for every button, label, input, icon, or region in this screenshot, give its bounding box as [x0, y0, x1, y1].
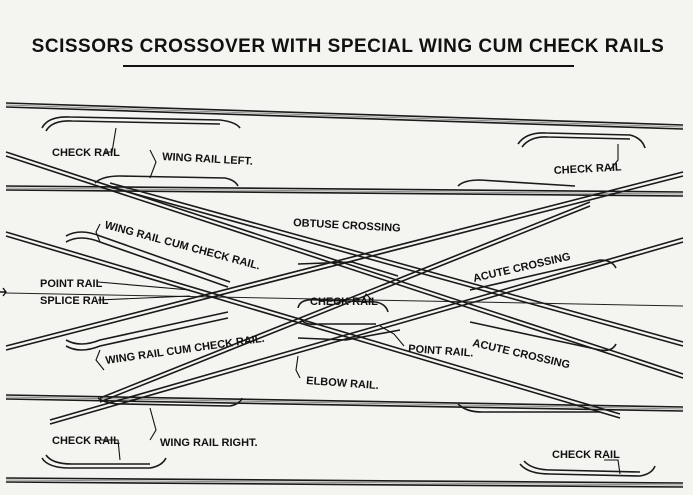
diagonal-a-2	[5, 231, 621, 419]
check-rail-bottom-right-shape	[519, 463, 656, 477]
label-obtuse-crossing: OBTUSE CROSSING	[293, 217, 401, 235]
diagram-title: SCISSORS CROSSOVER WITH SPECIAL WING CUM…	[32, 36, 665, 57]
label-check-rail-bottom-right: CHECK RAIL	[552, 449, 620, 461]
label-check-rail-top-left: CHECK RAIL	[52, 147, 120, 159]
wing-rail-top-right-shape	[457, 179, 576, 187]
check-rail-center-shape	[297, 298, 389, 313]
wing-rail-bottom-right-shape	[457, 403, 600, 413]
check-rail-top-left-shape	[41, 116, 241, 129]
wing-rail-left-shape	[94, 175, 239, 187]
acute-check-lower-shape	[469, 321, 617, 352]
label-point-rail-left: POINT RAIL	[40, 278, 103, 290]
label-splice-rail: SPLICE RAIL	[40, 295, 109, 307]
label-acute-crossing-upper: ACUTE CROSSING	[472, 251, 572, 285]
label-check-rail-center: CHECK RAIL	[310, 296, 378, 308]
label-point-rail-right: POINT RAIL.	[408, 343, 474, 360]
track-arrow-icon	[0, 287, 7, 297]
obtuse-crossing-upper	[297, 261, 399, 277]
rail-bottom-outer	[5, 477, 684, 488]
label-check-rail-bottom-left: CHECK RAIL	[52, 435, 120, 447]
check-rail-top-right-shape	[517, 132, 646, 149]
leader-lines	[95, 127, 621, 475]
label-check-rail-top-right: CHECK RAIL	[554, 161, 623, 177]
wing-rail-cum-check-rail-upper-shape	[65, 231, 231, 283]
acute-check-upper-shape	[469, 259, 617, 291]
diagonal-b-3	[99, 201, 591, 403]
rail-track1-inner	[5, 185, 684, 197]
rail-top-outer	[5, 102, 684, 130]
diagonal-a-3	[109, 182, 684, 347]
diagonal-rails	[5, 151, 684, 425]
check-rail-bottom-left-shape	[41, 457, 167, 469]
label-wing-rail-left: WING RAIL LEFT.	[162, 151, 253, 168]
label-acute-crossing-lower: ACUTE CROSSING	[471, 337, 571, 371]
label-wing-rail-right: WING RAIL RIGHT.	[160, 437, 258, 449]
label-wing-rail-cum-check-rail-lower: WING RAIL CUM CHECK RAIL.	[105, 333, 266, 367]
wing-rail-cum-check-rail-lower-shape	[65, 317, 229, 351]
check-rails	[41, 116, 656, 477]
obtuse-crossing-lower	[297, 329, 401, 341]
label-elbow-rail: ELBOW RAIL.	[306, 375, 379, 392]
wing-rail-right-shape	[97, 397, 243, 407]
diagonal-b-2	[49, 237, 684, 425]
